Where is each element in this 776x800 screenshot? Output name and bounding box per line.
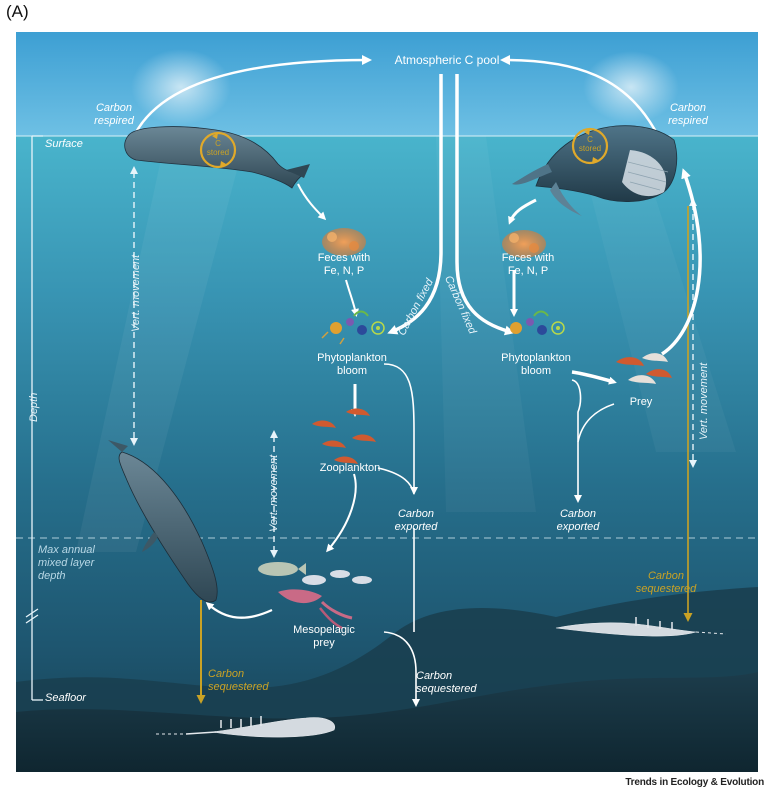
phytoplankton-left xyxy=(321,310,385,345)
vert-movement-left-label: Vert. movement xyxy=(130,254,142,332)
carbon-respired-right-label: Carbon respired xyxy=(668,102,708,127)
max-mixed-layer-label: Max annual mixed layer depth xyxy=(38,544,95,582)
zooplankton-krill xyxy=(312,408,376,464)
c-stored-left-label: C stored xyxy=(206,139,230,157)
feces-right-label: Feces with Fe, N, P xyxy=(501,252,555,277)
sperm-whale-diving xyxy=(108,440,218,603)
mesopelagic-prey xyxy=(258,562,372,630)
depth-label: Depth xyxy=(28,392,40,422)
prey-krill xyxy=(616,353,672,384)
seafloor xyxy=(16,672,758,772)
prey-label: Prey xyxy=(629,396,653,408)
carbon-exported-right-label: Carbon exported xyxy=(556,508,600,533)
carbon-sequestered-left-label: Carbon sequestered xyxy=(208,668,269,693)
phyto-left-label: Phytoplankton bloom xyxy=(317,352,387,377)
diagram-graphics xyxy=(16,32,758,772)
c-stored-right-label: C stored xyxy=(578,135,602,153)
surface-label: Surface xyxy=(45,138,83,150)
whale-skeleton-left xyxy=(156,716,336,738)
feces-right xyxy=(502,230,546,258)
carbon-sequestered-center-label: Carbon sequestered xyxy=(416,670,477,695)
panel-label: (A) xyxy=(6,2,29,21)
depth-axis xyxy=(25,135,43,701)
respiration-arrow-left xyxy=(132,55,372,137)
vert-movement-right-label: Vert. movement xyxy=(698,362,710,440)
humpback-whale-surface xyxy=(512,125,678,216)
carbon-fixed-arrow-left xyxy=(387,74,443,335)
feces-left xyxy=(322,228,366,256)
feces-left-label: Feces with Fe, N, P xyxy=(317,252,371,277)
blow-spray-right xyxy=(583,51,679,123)
carbon-respired-left-label: Carbon respired xyxy=(94,102,134,127)
phytoplankton-right xyxy=(510,310,565,335)
phyto-right-label: Phytoplankton bloom xyxy=(501,352,571,377)
zooplankton-label: Zooplankton xyxy=(319,462,381,474)
vert-movement-center-label: Vert. movement xyxy=(268,454,280,532)
blow-spray-left xyxy=(131,49,231,125)
carbon-sequestered-right-label: Carbon sequestered xyxy=(635,570,697,595)
mesopelagic-prey-label: Mesopelagic prey xyxy=(293,624,355,649)
ocean-carbon-diagram: Atmospheric C pool Carbon respired Carbo… xyxy=(16,32,758,772)
seafloor-label: Seafloor xyxy=(45,692,86,704)
atmospheric-pool-label: Atmospheric C pool xyxy=(394,53,500,67)
sperm-whale-surface xyxy=(124,126,310,189)
respiration-arrow-right xyxy=(500,55,658,133)
whale-skeleton-right xyxy=(555,617,727,637)
carbon-fixed-arrow-right xyxy=(455,74,515,336)
carbon-exported-left-label: Carbon exported xyxy=(394,508,438,533)
journal-credit: Trends in Ecology & Evolution xyxy=(625,777,764,788)
export-arrow-phyto xyxy=(383,363,418,495)
